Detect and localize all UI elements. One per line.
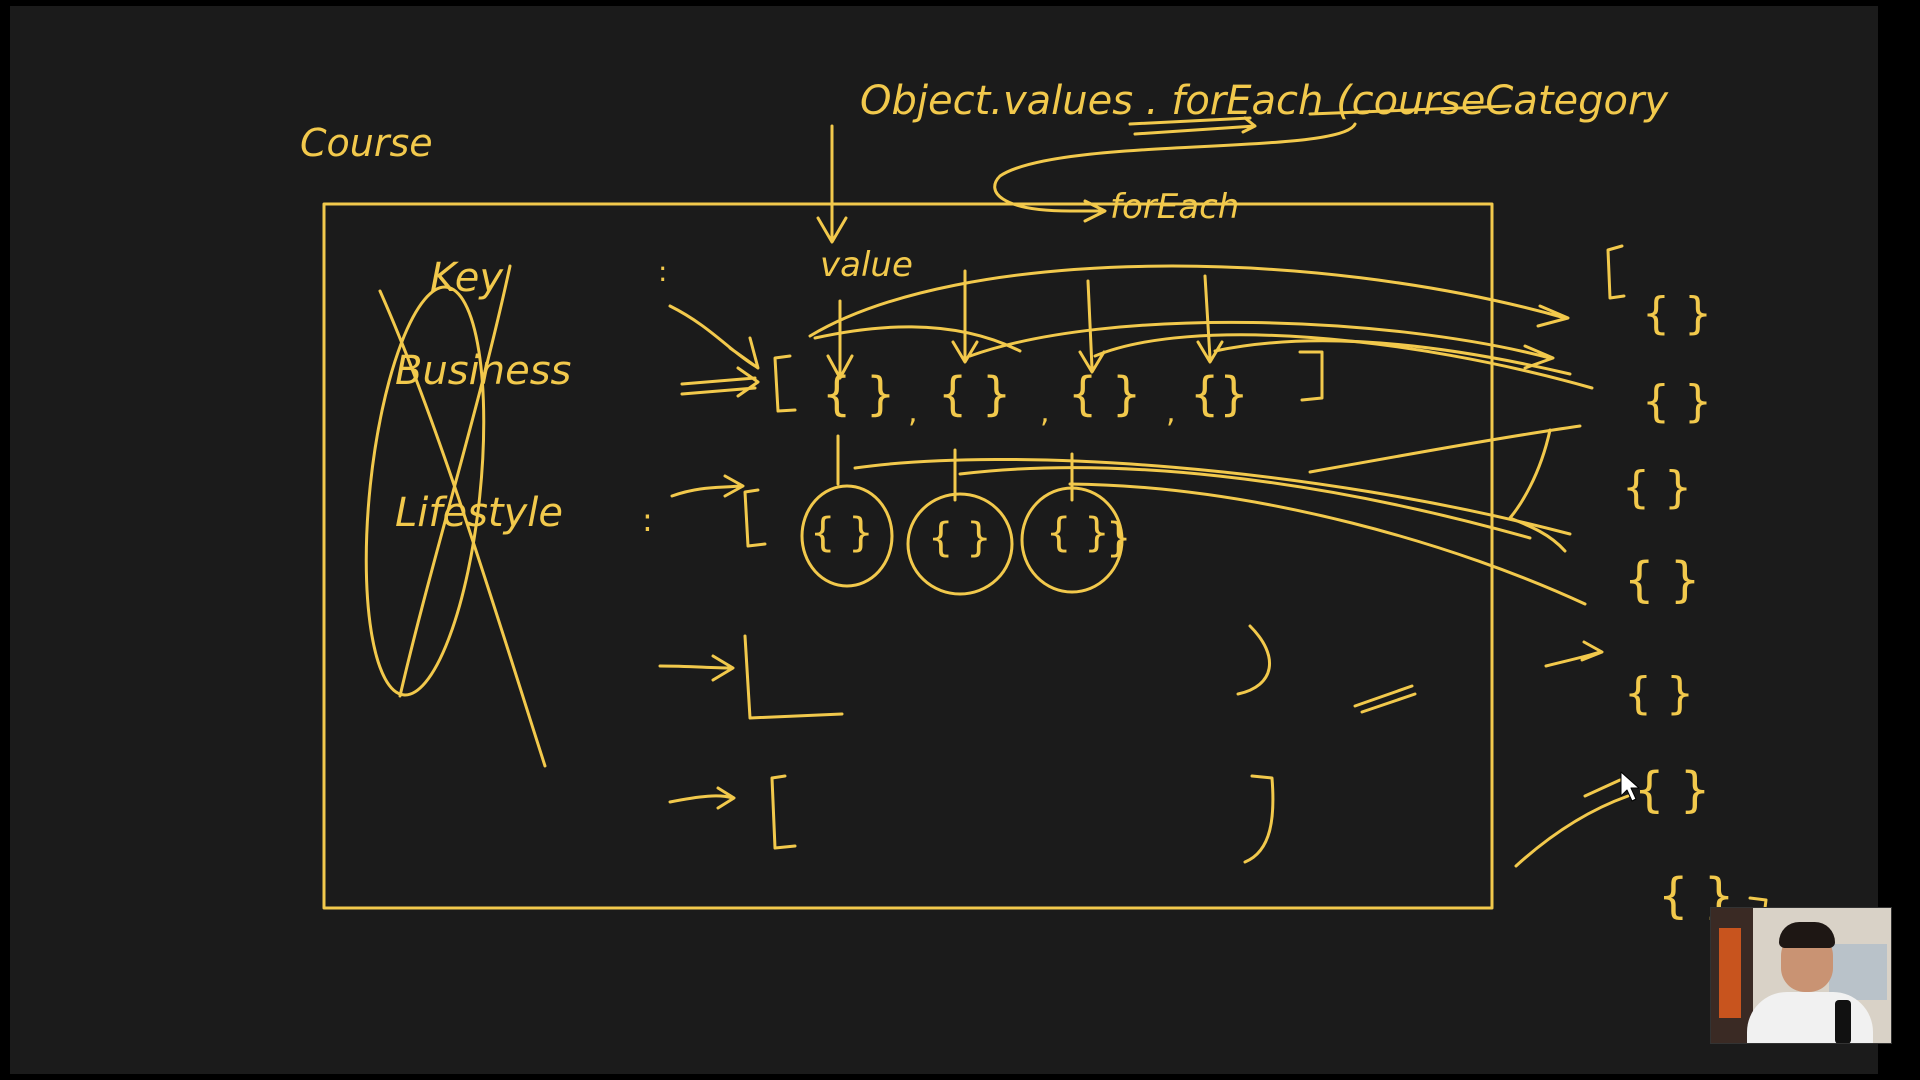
svg-text:}: } xyxy=(1106,515,1131,561)
row1-down-arrow-3 xyxy=(1078,279,1106,374)
result-object-2: { } xyxy=(1642,376,1712,427)
row4-open-bracket xyxy=(770,774,797,850)
row2-circle-2 xyxy=(906,492,1014,596)
row1-object-3: { } xyxy=(1068,367,1141,421)
object-box xyxy=(322,202,1494,910)
webcam-background-shelf xyxy=(1829,944,1887,1000)
row2-curve-to-result-2 xyxy=(958,466,1532,540)
foreach-loop-arrowhead xyxy=(1083,199,1107,223)
row3-open-bracket xyxy=(743,634,844,720)
row1-curve-to-result-3 xyxy=(1093,333,1594,390)
result-object-4: { } xyxy=(1624,552,1700,608)
row1-objects: { } { } { } {} , , , xyxy=(822,367,1249,430)
svg-text:,: , xyxy=(1166,395,1176,430)
row1-close-bracket xyxy=(1298,350,1324,402)
whiteboard-canvas: Object.values . forEach (courseCategory … xyxy=(10,6,1878,1074)
arrow-row1-a xyxy=(668,304,760,370)
row2-objects: { } { } { } } xyxy=(800,484,1131,596)
key-header: Key xyxy=(430,255,504,301)
arrow-result-6 xyxy=(1583,778,1622,798)
row2-open-bracket xyxy=(743,488,767,548)
result-open-bracket xyxy=(1606,244,1626,300)
row1-curve-to-result-4 xyxy=(1213,339,1572,376)
underline-foreach xyxy=(1128,116,1252,126)
result-object-6: { } xyxy=(1634,762,1710,818)
arrow-result-7 xyxy=(1514,794,1630,868)
svg-text:{ }: { } xyxy=(1046,510,1110,556)
presenter-shirt xyxy=(1747,992,1873,1043)
row1-curve-to-result-1 xyxy=(808,264,1570,338)
result-object-1: { } xyxy=(1642,288,1712,339)
row2-curve-to-result-3 xyxy=(1068,482,1587,606)
whiteboard-drawing: Object.values . forEach (courseCategory … xyxy=(300,78,1768,924)
foreach-loop-curve xyxy=(993,122,1357,213)
row3-close-bracket xyxy=(1236,624,1271,696)
colon-row2: : xyxy=(642,501,653,539)
svg-text:{ }: { } xyxy=(928,515,992,561)
top-expression-text: Object.values . forEach (courseCategory xyxy=(860,78,1669,124)
row3-dash xyxy=(1353,684,1417,714)
row1-curve-small xyxy=(813,325,1022,353)
cross-line-2 xyxy=(378,289,547,768)
arrow-row1-b xyxy=(680,366,760,398)
arrow-row3 xyxy=(658,654,735,682)
row1-down-arrow-4 xyxy=(1196,274,1224,364)
underline-coursecategory xyxy=(1308,104,1512,116)
row1-down-arrow-2 xyxy=(951,269,979,364)
row2-circle-1 xyxy=(800,484,894,588)
foreach-label: forEach xyxy=(1110,187,1239,227)
arrow-row4 xyxy=(668,786,736,810)
row1-object-4: {} xyxy=(1190,367,1249,421)
row2-curve-to-result-1 xyxy=(853,457,1572,536)
result-object-3: { } xyxy=(1622,462,1692,513)
row2-hook xyxy=(1508,428,1567,553)
cursor-icon xyxy=(1620,771,1640,802)
arrow-row2 xyxy=(670,474,745,498)
row1-object-1: { } xyxy=(822,367,895,421)
row1-down-arrow-1 xyxy=(826,299,854,380)
presenter-hair xyxy=(1779,922,1835,948)
row1-open-bracket xyxy=(773,354,797,413)
svg-text:,: , xyxy=(1040,395,1050,430)
values-down-arrow xyxy=(816,124,848,244)
key-ellipse xyxy=(364,285,486,697)
svg-text:,: , xyxy=(908,395,918,430)
row1-object-2: { } xyxy=(938,367,1011,421)
row2-line-up xyxy=(1308,424,1582,474)
webcam-background-orange xyxy=(1719,928,1741,1018)
underline-foreach-arrow xyxy=(1133,116,1257,136)
cross-line-1 xyxy=(398,264,512,698)
svg-text:{ }: { } xyxy=(810,510,874,556)
value-header: value xyxy=(820,245,913,285)
course-label: Course xyxy=(300,121,433,165)
arrow-result-5 xyxy=(1544,640,1604,668)
presenter-webcam xyxy=(1710,907,1892,1044)
row4-close-bracket xyxy=(1243,774,1275,864)
microphone-icon xyxy=(1835,1000,1851,1043)
result-array: { } { } { } { } { } { } { } xyxy=(1606,244,1768,924)
result-object-5: { } xyxy=(1624,668,1694,719)
colon-header: : xyxy=(658,255,667,288)
